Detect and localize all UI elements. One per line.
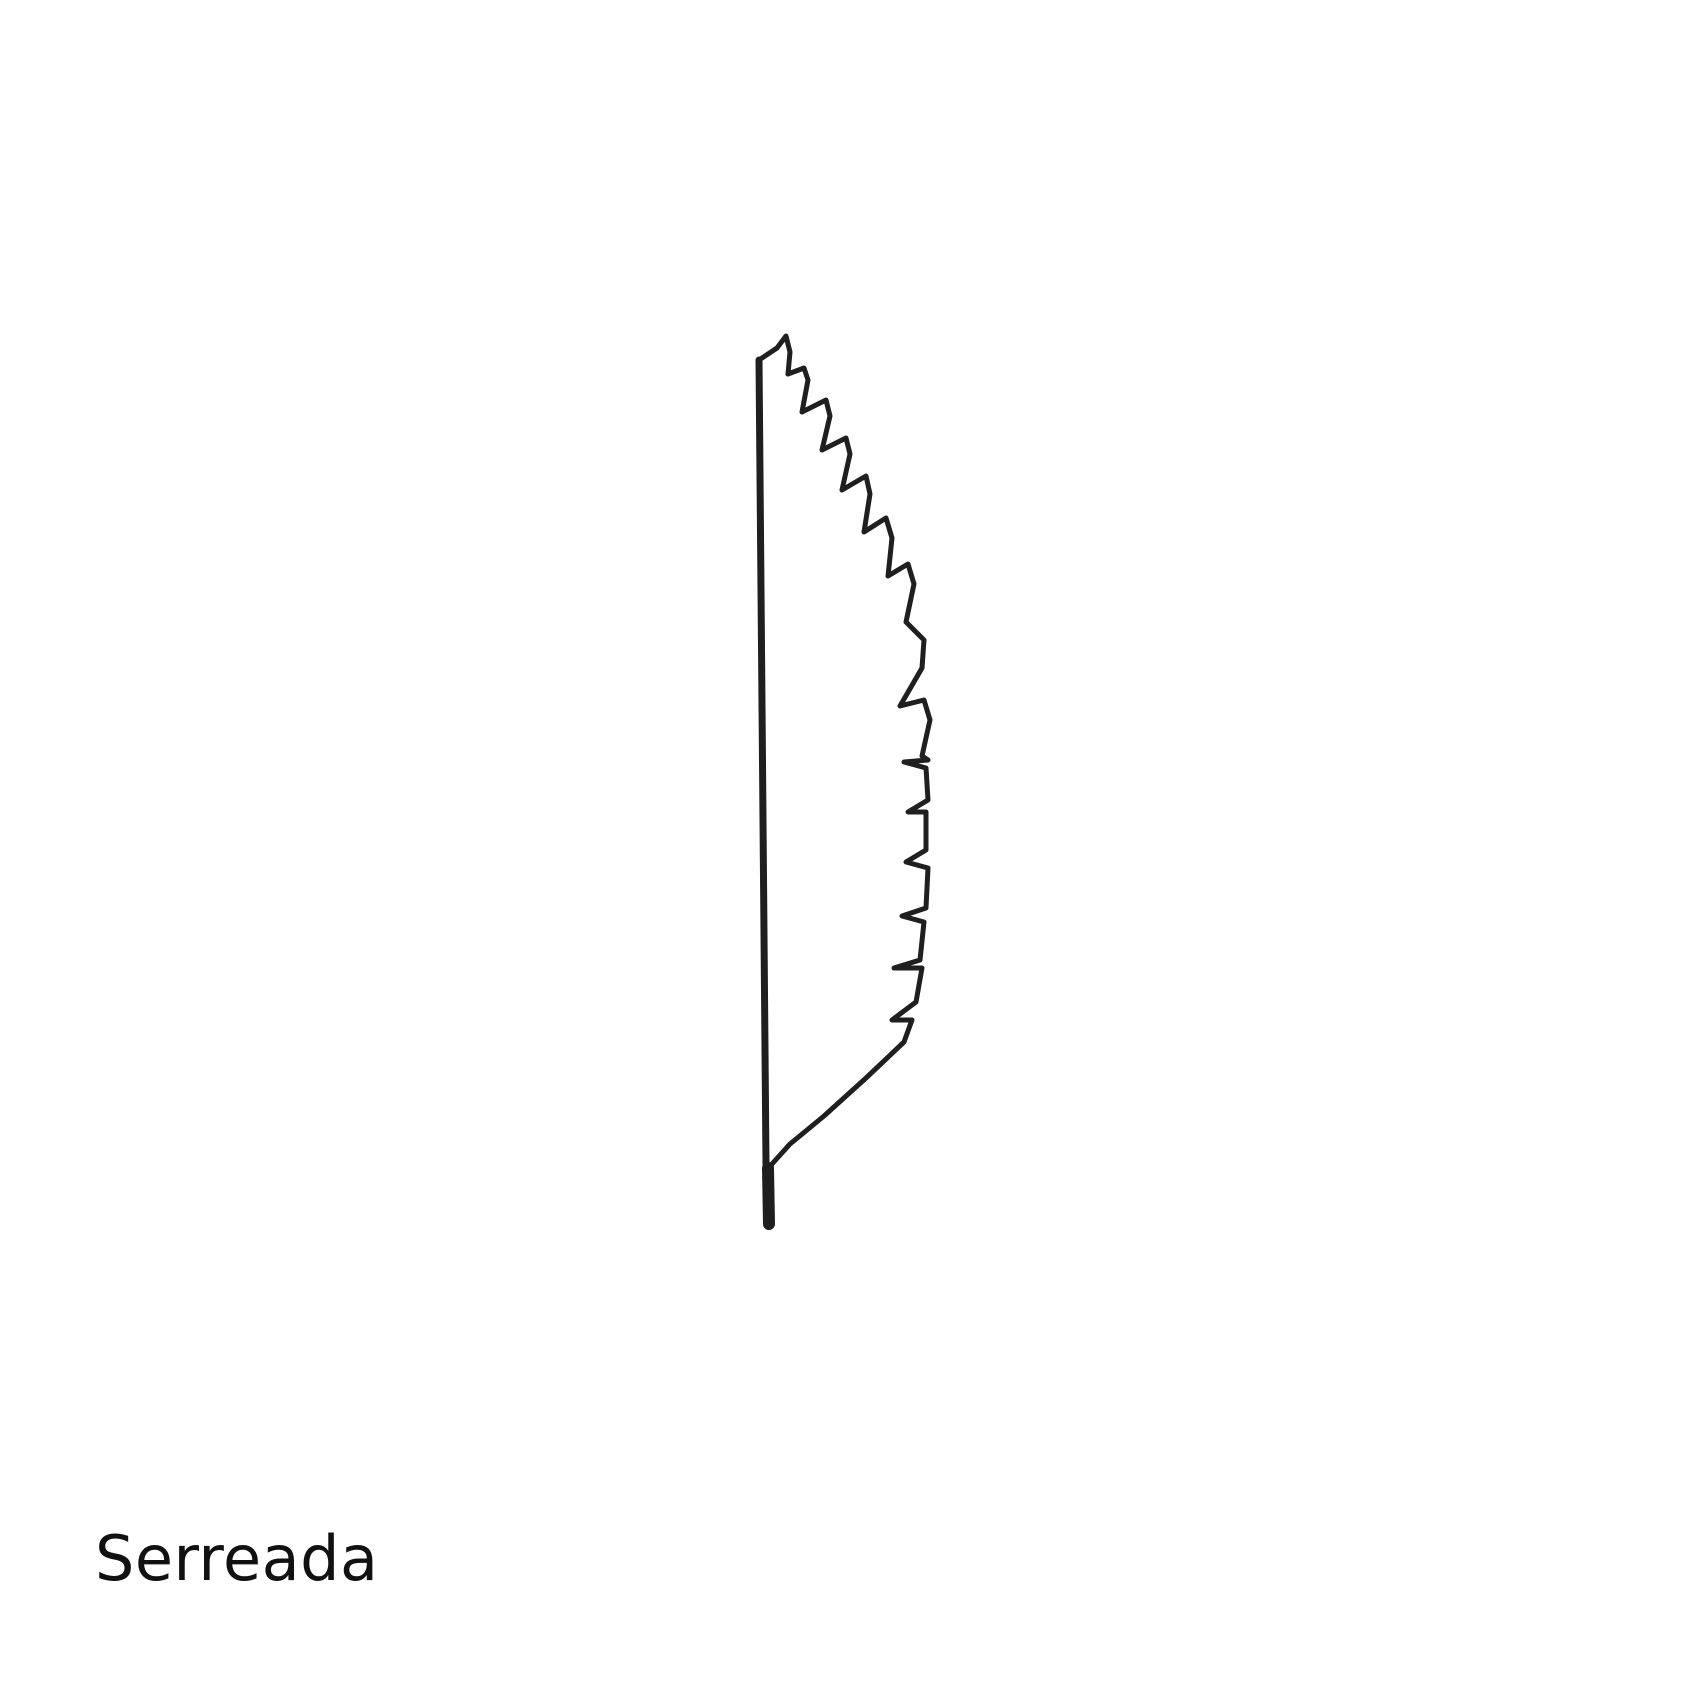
blade-type-caption: Serreada [95, 1522, 379, 1595]
blade-tip [756, 333, 793, 377]
blade-spine [755, 356, 770, 1168]
serrated-edge [763, 365, 933, 1179]
serrated-blade-icon [755, 333, 933, 1230]
blade-handle [762, 1162, 775, 1230]
